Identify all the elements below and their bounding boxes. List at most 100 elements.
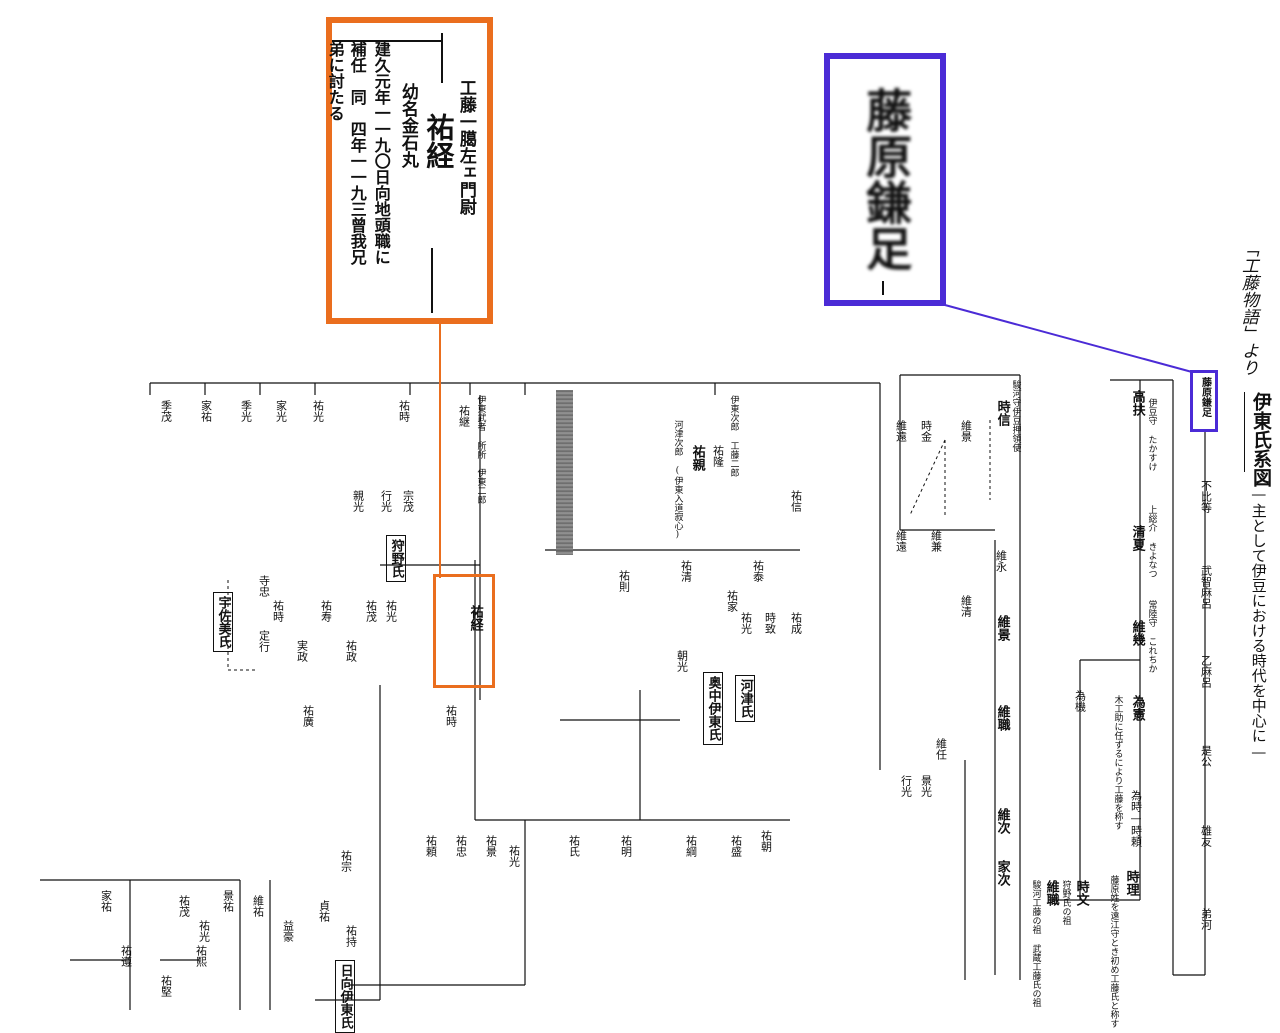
highlight-kamatari: 藤原鎌足 <box>1190 370 1218 432</box>
spine-name: 不比等 <box>1199 480 1213 513</box>
person-name: 維景 <box>994 615 1010 641</box>
person-name: 祐明 <box>619 835 633 857</box>
zoom-line4: 建久元年一一九〇日向地頭職に <box>371 41 391 265</box>
person-name: 祐政 <box>344 640 358 662</box>
person-name: 為時—時頼 <box>1129 790 1143 847</box>
person-name: 維清 <box>959 595 973 617</box>
person-name: 祐時 <box>397 400 411 422</box>
zoom-callout-lines <box>332 33 443 313</box>
zoom-kamatari-tick <box>882 281 884 295</box>
person-name: 維職 <box>994 705 1010 731</box>
person-name: 親光 <box>351 490 365 512</box>
person-name: 祐時 <box>444 705 458 727</box>
zoom-kamatari-name: 藤原鎌足 <box>859 87 914 271</box>
zoom-name: 祐経 <box>422 113 456 169</box>
person-name: 維任 <box>934 738 948 760</box>
person-name: 時信 <box>994 400 1010 426</box>
person-name: 祐朝 <box>759 830 773 852</box>
main-title: 伊東氏系図 <box>1249 392 1272 487</box>
person-name: 時致 <box>763 612 777 634</box>
person-name: 祐忠 <box>454 835 468 857</box>
person-name: 祐廣 <box>301 705 315 727</box>
person-name: 実政 <box>295 640 309 662</box>
person-name: 維永 <box>994 550 1008 572</box>
person-name: 祐経 <box>467 605 483 631</box>
clan-label-kawazu: 河津氏 <box>735 675 755 722</box>
person-name: 祐堅 <box>159 975 173 997</box>
person-name: 祐清 <box>679 560 693 582</box>
person-name: 祐光 <box>739 612 753 634</box>
highlight-suketsune <box>433 574 495 688</box>
person-name: 祐持 <box>344 925 358 947</box>
person-name: 祐成 <box>789 612 803 634</box>
spine-name: 乙麻呂 <box>1199 655 1213 688</box>
person-name: 家次 <box>994 860 1010 886</box>
person-name: 高扶 <box>1129 390 1145 416</box>
person-name: 家光 <box>274 400 288 422</box>
person-name: 祐則 <box>617 570 631 592</box>
person-name: 行光 <box>379 490 393 512</box>
person-name: 益豪 <box>281 920 295 942</box>
person-name: 祐盛 <box>729 835 743 857</box>
person-name: 為憲 <box>1129 695 1145 721</box>
person-name: 祐隆 <box>711 445 725 467</box>
person-name: 景祐 <box>221 890 235 912</box>
clan-label-usami: 宇佐美氏 <box>213 592 233 652</box>
person-name: 時理 <box>1123 870 1139 896</box>
root-name: 藤原鎌足 <box>1199 377 1211 417</box>
person-name: 貞祐 <box>317 900 331 922</box>
person-name: 祐親 <box>689 445 705 471</box>
clan-label-hyuga-ito: 日向伊東氏 <box>335 960 355 1033</box>
zoom-line3: 幼名金石丸 <box>397 83 418 168</box>
person-note: 常陸守 これちか <box>1146 600 1157 673</box>
person-name: 祐宗 <box>339 850 353 872</box>
person-name: 寺忠 <box>257 575 271 597</box>
person-note: 伊東武者 所所 伊東二郎 <box>475 395 486 504</box>
person-note: 河津次郎 (伊東入道寂心) <box>672 420 683 540</box>
person-name: 祐光 <box>384 600 398 622</box>
person-name: 祐綱 <box>684 835 698 857</box>
spine-name: 雄友 <box>1199 825 1213 847</box>
person-name: 祐光 <box>507 845 521 867</box>
person-name: 維祐 <box>251 895 265 917</box>
person-note: 伊豆守 たかすけ <box>1146 398 1157 471</box>
person-name: 維景 <box>959 420 973 442</box>
person-name: 祐継 <box>457 405 471 427</box>
person-note: 狩野氏の祖 <box>1060 880 1071 925</box>
zoom-callout-kamatari: 藤原鎌足 <box>824 53 946 306</box>
person-name: 維次 <box>994 808 1010 834</box>
person-note: 駿河守伊豆押領使 <box>1010 380 1021 452</box>
person-note: 上総介 きよなつ <box>1146 505 1157 578</box>
person-name: 祐信 <box>789 490 803 512</box>
scribbled-out-column <box>556 390 573 555</box>
person-name: 維兼 <box>929 530 943 552</box>
person-name: 祐熙 <box>194 945 208 967</box>
person-name: 為機 <box>1073 690 1087 712</box>
spine-name: 是公 <box>1199 745 1213 767</box>
person-name: 祐寿 <box>319 600 333 622</box>
zoom-line1: 工藤一臈左ェ門尉 <box>455 79 476 215</box>
person-name: 祐茂 <box>364 600 378 622</box>
person-name: 祐頼 <box>424 835 438 857</box>
person-name: 季茂 <box>159 400 173 422</box>
person-name: 祐氏 <box>567 835 581 857</box>
person-name: 家祐 <box>199 400 213 422</box>
title-rule <box>1244 392 1245 472</box>
spine-name: 武智麻呂 <box>1199 565 1213 609</box>
person-note: 伊東次郎 工藤二郎 <box>728 395 739 477</box>
person-name: 祐時 <box>271 600 285 622</box>
person-name: 祐家 <box>725 590 739 612</box>
person-name: 祐光 <box>311 400 325 422</box>
person-note: 木工助に任ずるにより工藤を称す <box>1112 695 1123 830</box>
subtitle: —主として伊豆における時代を中心に— <box>1249 485 1268 761</box>
zoom-line5: 補任 同 四年一一九三曾我兄 <box>347 41 367 265</box>
side-title: 「工藤物語」より <box>1237 240 1258 376</box>
person-name: 維幾 <box>1129 620 1145 646</box>
person-note: 藤原姓を遠江守とき初め工藤氏と称す <box>1108 875 1119 1028</box>
person-name: 季光 <box>239 400 253 422</box>
person-note: 駿河工藤の祖 武蔵工藤氏の祖 <box>1030 880 1041 1007</box>
person-name: 景光 <box>919 775 933 797</box>
person-name: 維職 <box>1043 880 1059 906</box>
person-name: 定行 <box>257 630 271 652</box>
